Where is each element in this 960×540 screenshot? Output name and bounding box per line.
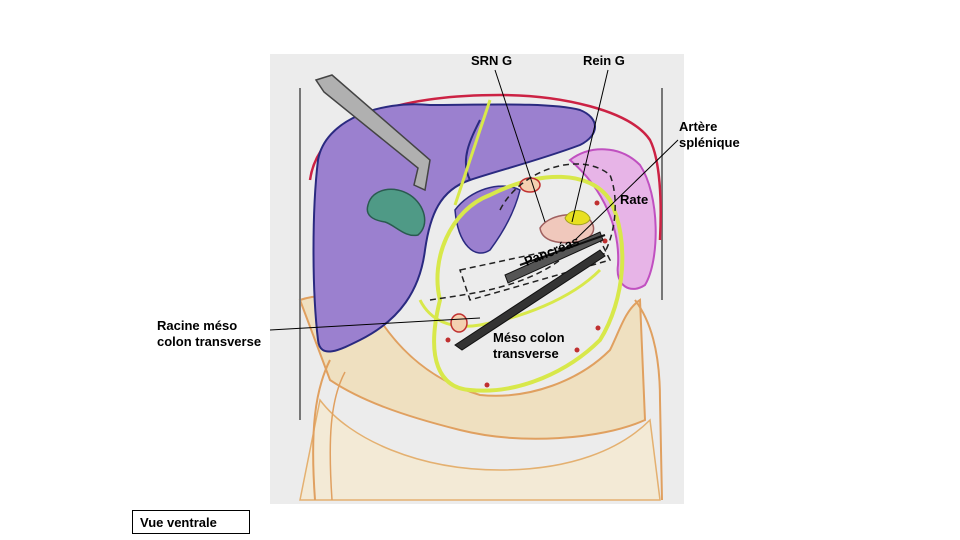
liver-ligament bbox=[464, 119, 481, 181]
vessel-dot bbox=[595, 325, 601, 331]
label-racine: Racine méso colon transverse bbox=[157, 318, 262, 349]
view-label: Vue ventrale bbox=[132, 510, 250, 534]
colon-right-edge bbox=[634, 299, 663, 501]
vessel-dot bbox=[484, 382, 490, 388]
vessel-dot bbox=[445, 337, 451, 343]
left-adrenal bbox=[564, 210, 591, 226]
peritoneum-upper bbox=[453, 99, 492, 206]
leader-artere bbox=[574, 139, 679, 241]
leader-racine bbox=[269, 317, 481, 331]
leader-srn bbox=[494, 69, 546, 223]
vessel-dot bbox=[574, 347, 580, 353]
label-srn: SRN G bbox=[471, 53, 513, 68]
label-artere: Artère splénique bbox=[679, 119, 740, 150]
vessel-node bbox=[519, 177, 541, 193]
peritoneum-loop bbox=[432, 174, 625, 393]
label-rein: Rein G bbox=[583, 53, 625, 68]
spleen bbox=[568, 148, 657, 290]
meso-colon-band bbox=[454, 249, 606, 351]
vessel-node bbox=[450, 313, 468, 333]
peritoneum-fold bbox=[418, 268, 602, 328]
dashed-stomach-outline bbox=[499, 163, 616, 261]
transverse-colon bbox=[298, 295, 647, 440]
pancreas-outline bbox=[459, 239, 612, 301]
label-meso: Méso colon transverse bbox=[493, 330, 565, 361]
dashed-meso-outline bbox=[429, 259, 561, 301]
colon-left-edge bbox=[312, 359, 331, 501]
vessel-dot bbox=[594, 200, 600, 206]
splenic-artery-line bbox=[519, 234, 606, 266]
colon-lower bbox=[299, 398, 661, 501]
retractor bbox=[314, 74, 431, 192]
label-rate: Rate bbox=[620, 192, 649, 207]
leader-rein bbox=[571, 69, 609, 223]
vessel-dot bbox=[602, 238, 608, 244]
gallbladder bbox=[366, 188, 426, 237]
colon-inner bbox=[329, 371, 346, 501]
